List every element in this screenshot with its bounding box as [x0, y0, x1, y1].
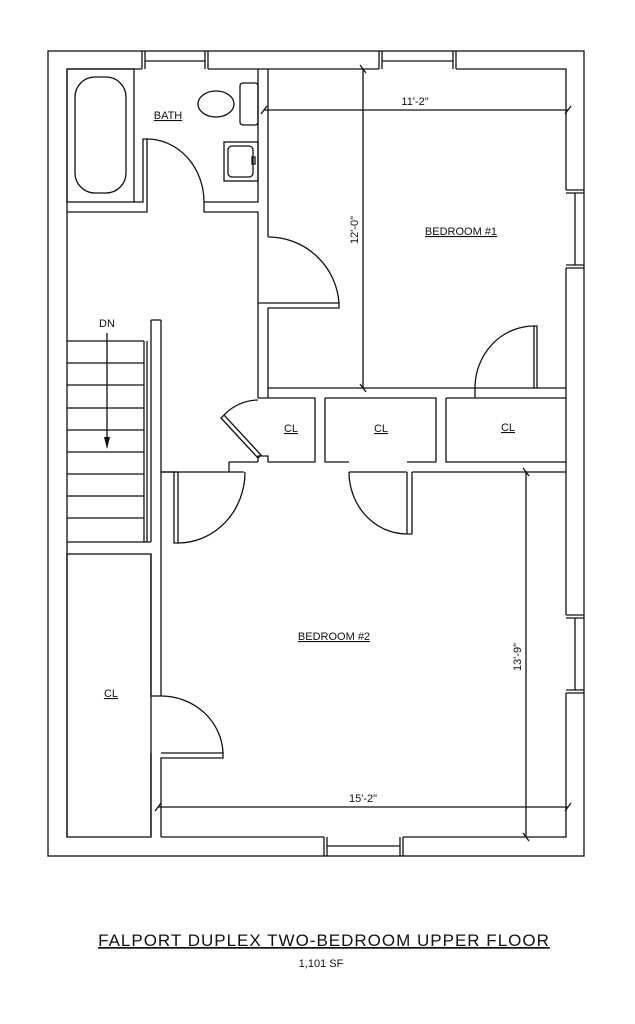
dimension-label: 12'-0": [349, 216, 361, 244]
closet2-door[interactable]: [348, 471, 413, 535]
stairs-down-arrow-icon: [104, 333, 110, 449]
dimension-label: 15'-2": [349, 793, 377, 805]
window-right-bedroom2: [566, 614, 584, 694]
hall-door[interactable]: [173, 471, 246, 544]
big-closet-door[interactable]: [160, 695, 224, 754]
dimension-bedroom1-width: 11'-2": [260, 96, 572, 115]
room-label-closet3: CL: [501, 422, 515, 434]
window-right-bedroom1: [566, 189, 584, 269]
room-label-closet1: CL: [284, 423, 298, 435]
room-label-closet4: CL: [104, 688, 118, 700]
dimension-bedroom1-depth: 12'-0": [349, 64, 367, 393]
closet1-bifold-door[interactable]: [220, 399, 262, 459]
bedroom1-door[interactable]: [267, 236, 340, 304]
bath-door[interactable]: [146, 138, 205, 203]
room-label-closet2: CL: [374, 423, 388, 435]
window-top-left: [141, 51, 209, 69]
dimension-label: 13'-9": [512, 643, 524, 671]
room-label-bedroom1: BEDROOM #1: [425, 226, 497, 238]
room-label-bedroom2: BEDROOM #2: [298, 631, 370, 643]
dimension-bedroom2-width: 15'-2": [154, 793, 572, 812]
window-bottom: [323, 837, 404, 856]
stairs: [67, 319, 178, 543]
window-top-right: [378, 51, 457, 69]
closet-row-walls: [161, 388, 566, 473]
exterior-walls: [47, 50, 585, 857]
bath-walls: [66, 68, 269, 837]
room-label-bath: BATH: [154, 110, 183, 122]
dimension-bedroom2-depth: 13'-9": [512, 467, 530, 842]
bedroom1-walls: [257, 253, 566, 398]
drawing-title: FALPORT DUPLEX TWO-BEDROOM UPPER FLOOR: [98, 931, 550, 950]
toilet-icon: [197, 82, 259, 126]
floor-area: 1,101 SF: [299, 958, 344, 970]
closet3-door[interactable]: [474, 325, 535, 389]
bathtub-icon: [74, 76, 127, 194]
sink-icon: [223, 141, 259, 182]
bedroom2-walls: [66, 472, 224, 838]
dimension-label: 11'-2": [401, 96, 428, 108]
stairs-label: DN: [99, 318, 115, 330]
